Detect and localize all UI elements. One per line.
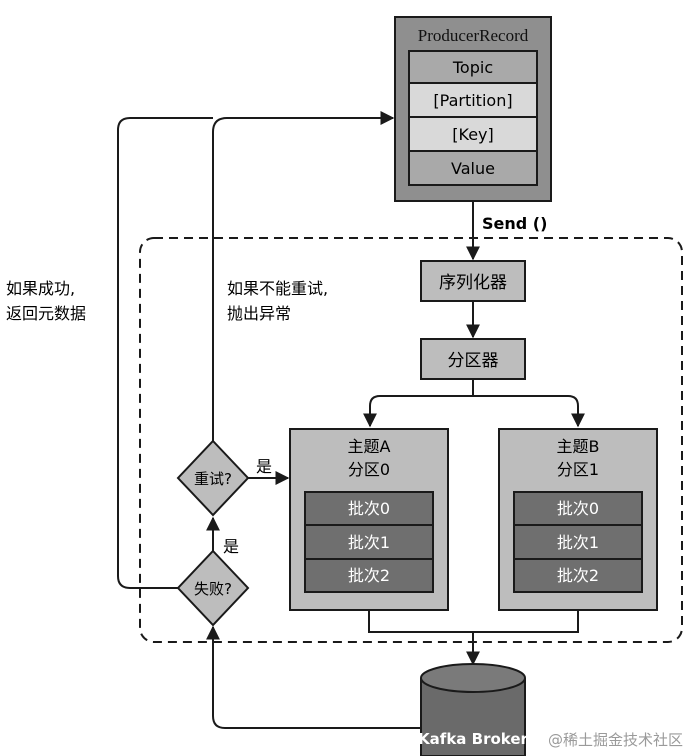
partitioner-label: 分区器: [448, 351, 499, 371]
producer-record-title: ProducerRecord: [418, 26, 529, 45]
failure-label: 失败?: [194, 580, 232, 598]
topic-a-batch-2: 批次2: [348, 566, 390, 585]
success-note-line-1: 如果成功,: [6, 279, 75, 298]
retry-label: 重试?: [194, 470, 232, 488]
retry-fail-loop-arrow: [212, 111, 395, 441]
failure-decision: 失败?: [176, 549, 250, 627]
producer-record-box: ProducerRecord Topic [Partition] [Key] V…: [394, 16, 552, 202]
topic-b-batch-0: 批次0: [557, 499, 599, 518]
watermark: @稀土掘金技术社区: [547, 731, 683, 749]
broker-to-failure-arrow: [206, 625, 421, 729]
retry-fail-note-line-2: 抛出异常: [227, 304, 291, 323]
retry-fail-note: 如果不能重试, 抛出异常: [227, 279, 333, 323]
success-note: 如果成功, 返回元数据: [6, 279, 86, 323]
success-loop-arrow: [117, 117, 213, 589]
serializer-label: 序列化器: [439, 273, 507, 293]
partitioner-to-topic-a-arrow: [363, 379, 474, 428]
retry-fail-note-line-1: 如果不能重试,: [227, 279, 328, 298]
partitioner-to-topic-b-arrow: [473, 395, 585, 428]
kafka-broker-cylinder: Kafka Broker: [418, 663, 529, 756]
field-partition: [Partition]: [433, 91, 512, 110]
serializer-box: [420, 260, 526, 302]
send-label: Send (): [482, 214, 547, 233]
topic-b-batch-2: 批次2: [557, 566, 599, 585]
field-value: Value: [451, 159, 495, 178]
topic-b-batch-1: 批次1: [557, 533, 599, 552]
producer-boundary: [139, 237, 683, 643]
failure-yes-label: 是: [223, 537, 239, 556]
topic-a-title: 主题A: [348, 437, 391, 456]
topic-a-box: 主题A 分区0 批次0 批次1 批次2: [289, 428, 449, 611]
retry-yes-label: 是: [256, 457, 272, 476]
topics-to-broker-arrow: [368, 610, 579, 664]
success-note-line-2: 返回元数据: [6, 304, 86, 323]
topic-b-partition: 分区1: [557, 460, 599, 479]
topic-b-title: 主题B: [557, 437, 600, 456]
topic-b-box: 主题B 分区1 批次0 批次1 批次2: [498, 428, 658, 611]
kafka-broker-label: Kafka Broker: [418, 730, 528, 748]
retry-decision: 重试?: [176, 439, 250, 517]
topic-a-batch-0: 批次0: [348, 499, 390, 518]
field-key: [Key]: [452, 125, 494, 144]
topic-a-batch-1: 批次1: [348, 533, 390, 552]
field-topic: Topic: [452, 58, 493, 77]
topic-a-partition: 分区0: [348, 460, 390, 479]
